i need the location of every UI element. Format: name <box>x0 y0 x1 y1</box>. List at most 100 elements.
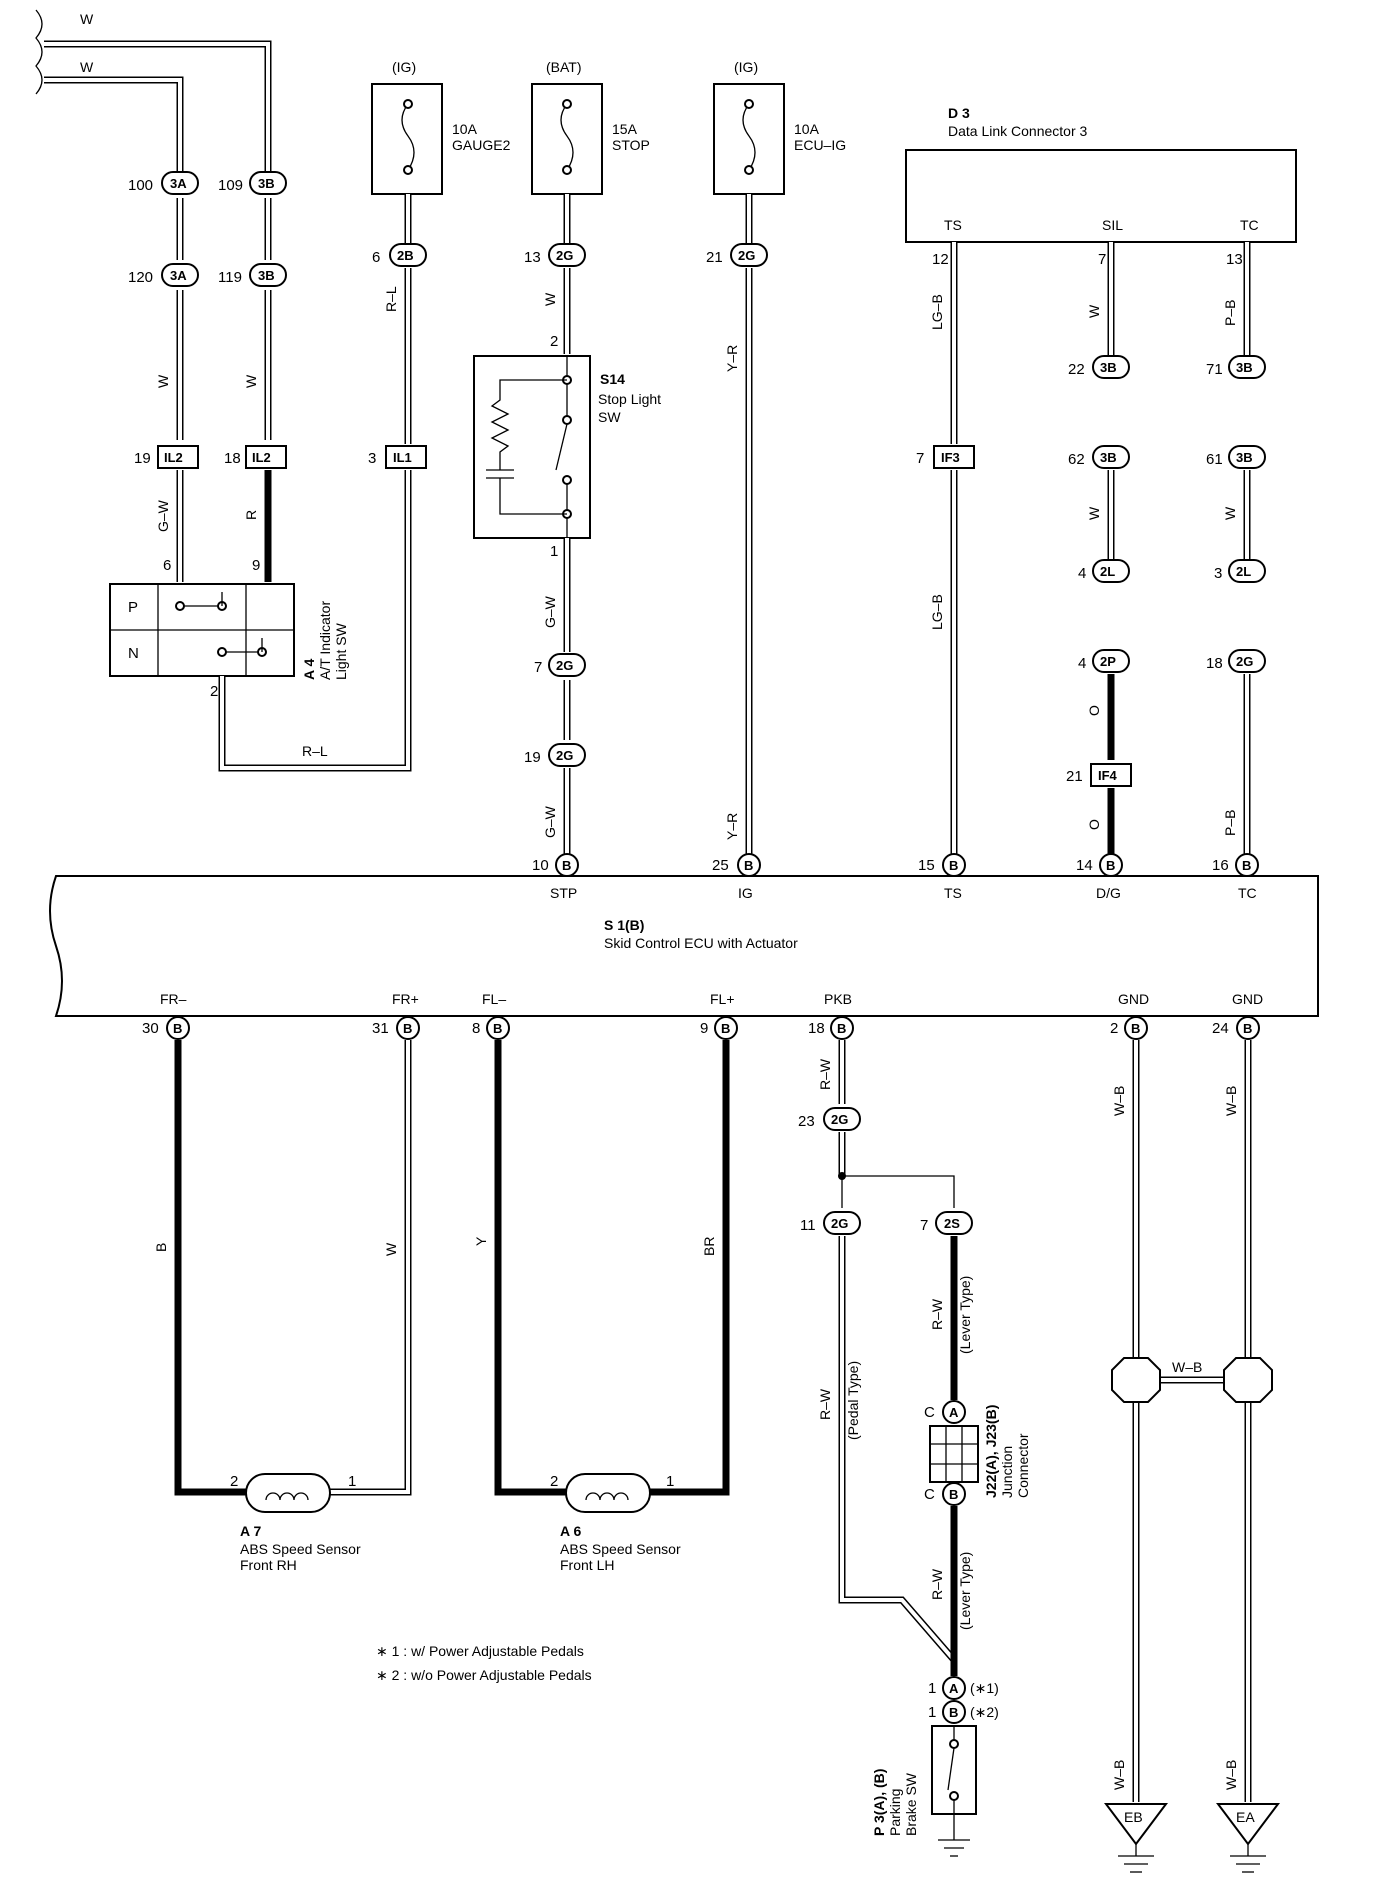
d3-data-link-connector: D 3 Data Link Connector 3 TS SIL TC 12 7… <box>905 105 1297 268</box>
d3-name: Data Link Connector 3 <box>948 123 1088 139</box>
svg-text:2P: 2P <box>1100 654 1116 669</box>
pin-11-2g: 11 <box>800 1217 816 1234</box>
wire-label-pb-top: P–B <box>1222 300 1238 326</box>
pin-4-2p: 4 <box>1078 655 1086 672</box>
pin-120: 120 <box>128 269 153 286</box>
svg-text:3A: 3A <box>170 268 187 283</box>
pin-119: 119 <box>218 269 242 286</box>
pin-23-2g: 23 <box>798 1113 815 1130</box>
svg-text:2L: 2L <box>1100 564 1115 579</box>
ecu-term-fl-plus: FL+ <box>710 991 735 1007</box>
connector-2s: 2S <box>935 1211 973 1235</box>
svg-text:2G: 2G <box>556 248 573 263</box>
svg-text:B: B <box>403 1021 412 1036</box>
svg-text:3B: 3B <box>258 268 275 283</box>
ecu-term-fr-minus: FR– <box>160 991 187 1007</box>
pin-3-2l: 3 <box>1214 565 1222 582</box>
ecu-pin-18: B18 <box>808 1016 854 1040</box>
wire-label-y: Y <box>473 1236 489 1246</box>
pin-22-3b: 22 <box>1068 361 1085 378</box>
svg-text:3B: 3B <box>1100 450 1117 465</box>
a6-code: A 6 <box>560 1523 581 1539</box>
a4-code: A 4 <box>301 659 317 680</box>
svg-text:(∗1): (∗1) <box>970 1680 999 1696</box>
pin-7-if3: 7 <box>916 450 924 467</box>
ground-eb: EB <box>1124 1809 1143 1825</box>
svg-text:24: 24 <box>1212 1020 1229 1037</box>
svg-text:B: B <box>1131 1021 1140 1036</box>
fuse-gauge2-amp: 10A <box>452 121 478 137</box>
a7-name-2: Front RH <box>240 1557 297 1573</box>
fuse-gauge2: (IG) 10A GAUGE2 2B 6 R–L <box>371 59 511 444</box>
j22-code: J22(A), J23(B) <box>983 1405 999 1498</box>
pin-2-a6: 2 <box>550 1473 558 1490</box>
wire-label-w-top: W <box>80 11 94 27</box>
wire-label-yr-bottom: Y–R <box>724 813 740 840</box>
svg-text:3B: 3B <box>258 176 275 191</box>
svg-text:3A: 3A <box>170 176 187 191</box>
fuse-stop: (BAT) 15A STOP 2G 13 W 2 <box>524 59 650 354</box>
connector-3b-61: 3B <box>1228 445 1266 469</box>
connector-if4: IF4 <box>1090 763 1132 787</box>
pin-6-2b: 6 <box>372 249 380 266</box>
connector-c-b: BC <box>924 1482 966 1506</box>
ecu-term-gnd-1: GND <box>1118 991 1149 1007</box>
ecu-term-ig: IG <box>738 885 753 901</box>
wire-label-lgb-bottom: LG–B <box>929 594 945 630</box>
svg-text:B: B <box>721 1021 730 1036</box>
connector-il2-left: IL2 <box>157 445 199 469</box>
svg-text:1: 1 <box>928 1680 936 1697</box>
wire-label-lgb-top: LG–B <box>929 294 945 330</box>
fuse-stop-amp: 15A <box>612 121 638 137</box>
svg-text:A: A <box>949 1405 959 1420</box>
ecu-term-fl-minus: FL– <box>482 991 506 1007</box>
svg-text:C: C <box>924 1404 935 1421</box>
a4-n-label: N <box>128 645 139 662</box>
connector-2g-7: 2G <box>548 653 586 677</box>
a6-name-1: ABS Speed Sensor <box>560 1541 681 1557</box>
d3-pin-sil: SIL <box>1102 217 1123 233</box>
ecu-pin-24: B24 <box>1212 1016 1260 1040</box>
pin-109: 109 <box>218 177 243 194</box>
pin-4-2l: 4 <box>1078 565 1086 582</box>
svg-text:3B: 3B <box>1236 360 1253 375</box>
ts-circuit: LG–B IF3 7 LG–B <box>916 242 975 862</box>
connector-c-a: AC <box>924 1400 966 1424</box>
svg-text:2S: 2S <box>944 1216 960 1231</box>
wire-label-gw-s14: G–W <box>542 595 558 628</box>
svg-text:2G: 2G <box>738 248 755 263</box>
s1-name: Skid Control ECU with Actuator <box>604 935 798 951</box>
connector-2b: 2B <box>389 243 427 267</box>
wire-label-o-top: O <box>1086 705 1102 716</box>
svg-text:30: 30 <box>142 1020 159 1037</box>
pin-62-3b: 62 <box>1068 451 1085 468</box>
note-1: ∗ 1 : w/ Power Adjustable Pedals <box>376 1643 584 1659</box>
svg-text:IL2: IL2 <box>252 450 271 465</box>
ecu-term-pkb: PKB <box>824 991 852 1007</box>
ecu-pin-9: B9 <box>700 1016 738 1040</box>
svg-text:(∗2): (∗2) <box>970 1704 999 1720</box>
wire-label-gw-a4: G–W <box>155 499 171 532</box>
fuse-stop-name: STOP <box>612 137 650 153</box>
a7-speed-sensor-front-rh: B W 2 1 A 7 ABS Speed Sensor Front RH <box>153 1040 412 1573</box>
svg-text:B: B <box>949 858 958 873</box>
svg-text:2: 2 <box>1110 1020 1118 1037</box>
fuse-stop-supply: (BAT) <box>546 59 582 75</box>
wire-label-rw-lever-2: R–W <box>929 1568 945 1600</box>
svg-text:IL2: IL2 <box>164 450 183 465</box>
s14-name-1: Stop Light <box>598 391 661 407</box>
fuse-ecuig-amp: 10A <box>794 121 820 137</box>
a4-name-2: Light SW <box>333 622 349 680</box>
j22-name-1: Junction <box>999 1446 1015 1498</box>
connector-2g-18: 2G <box>1228 649 1266 673</box>
p3-name-1: Parking <box>887 1789 903 1836</box>
ecu-pin-14: B14 <box>1076 853 1123 877</box>
svg-text:B: B <box>562 858 571 873</box>
ecu-pin-2: B2 <box>1110 1016 1148 1040</box>
ecu-top-pins: B10 B25 B15 B14 B16 <box>532 853 1259 877</box>
wire-label-wb-1: W–B <box>1111 1086 1127 1116</box>
wire-label-w-sil-2: W <box>1086 506 1102 520</box>
fuse-gauge2-supply: (IG) <box>392 59 416 75</box>
pin-2-a4: 2 <box>210 683 218 700</box>
pin-7-d3: 7 <box>1098 251 1106 268</box>
